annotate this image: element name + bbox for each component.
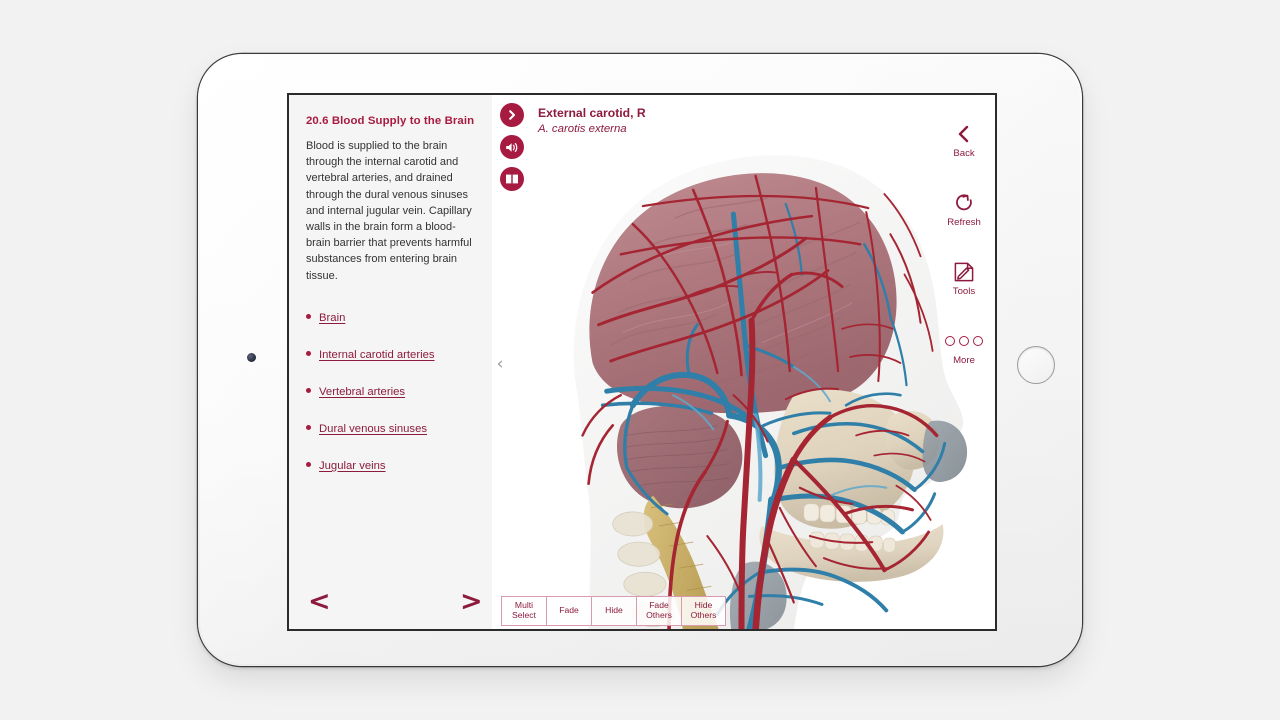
more-label: More bbox=[953, 355, 975, 366]
chevron-right-icon bbox=[506, 109, 518, 121]
list-item: Brain bbox=[306, 308, 476, 326]
ellipsis-icon bbox=[933, 328, 995, 354]
fade-button[interactable]: Fade bbox=[546, 596, 591, 626]
pencil-page-icon bbox=[933, 259, 995, 285]
list-item: Dural venous sinuses bbox=[306, 419, 476, 437]
link-vertebral-arteries[interactable]: Vertebral arteries bbox=[319, 385, 406, 398]
link-internal-carotid-arteries[interactable]: Internal carotid arteries bbox=[319, 348, 435, 361]
page-body-text: Blood is supplied to the brain through t… bbox=[306, 140, 472, 282]
hide-others-line2: Others bbox=[690, 610, 717, 620]
tablet-screen: 20.6 Blood Supply to the Brain Blood is … bbox=[287, 93, 997, 631]
expand-structure-button[interactable] bbox=[500, 103, 524, 127]
page-title: 20.6 Blood Supply to the Brain bbox=[306, 115, 475, 127]
content-panel: 20.6 Blood Supply to the Brain Blood is … bbox=[289, 95, 492, 629]
back-button[interactable]: Back bbox=[933, 121, 995, 159]
home-button[interactable] bbox=[1017, 346, 1055, 384]
next-page-button[interactable]: > bbox=[460, 586, 483, 617]
related-structures-list: Brain Internal carotid arteries Vertebra… bbox=[306, 308, 476, 474]
anatomy-viewer[interactable]: External carotid, R A. carotis externa bbox=[492, 95, 995, 629]
panel-navigation: < > bbox=[289, 571, 492, 629]
front-camera bbox=[247, 353, 256, 362]
structure-latin-name: A. carotis externa bbox=[538, 123, 627, 135]
chevron-left-icon bbox=[933, 121, 995, 147]
refresh-label: Refresh bbox=[947, 217, 981, 228]
pronounce-audio-button[interactable] bbox=[500, 135, 524, 159]
hide-others-line1: Hide bbox=[694, 600, 713, 611]
list-item: Jugular veins bbox=[306, 456, 476, 474]
link-brain[interactable]: Brain bbox=[319, 311, 346, 324]
tools-label: Tools bbox=[952, 286, 976, 297]
more-button[interactable]: More bbox=[933, 328, 995, 366]
fade-others-line1: Fade bbox=[649, 600, 669, 611]
list-item: Internal carotid arteries bbox=[306, 345, 476, 363]
multi-select-line2: Select bbox=[512, 610, 536, 620]
hide-label: Hide bbox=[605, 605, 623, 616]
fade-others-line2: Others bbox=[646, 610, 672, 620]
list-item: Vertebral arteries bbox=[306, 382, 476, 400]
content-panel-scroll[interactable]: 20.6 Blood Supply to the Brain Blood is … bbox=[289, 95, 492, 474]
definition-book-button[interactable] bbox=[500, 167, 524, 191]
book-icon bbox=[505, 173, 519, 185]
anatomy-model-image bbox=[492, 95, 995, 629]
refresh-button[interactable]: Refresh bbox=[933, 190, 995, 228]
fade-label: Fade bbox=[559, 605, 579, 616]
refresh-icon bbox=[933, 190, 995, 216]
link-jugular-veins[interactable]: Jugular veins bbox=[319, 459, 386, 472]
structure-actions bbox=[500, 103, 524, 199]
collapse-panel-handle[interactable]: ‹ bbox=[492, 347, 508, 381]
structure-header: External carotid, R A. carotis externa bbox=[538, 106, 646, 136]
multi-select-line1: Multi bbox=[514, 600, 534, 611]
tool-rail: Back Refresh bbox=[933, 95, 995, 629]
link-dural-venous-sinuses[interactable]: Dural venous sinuses bbox=[319, 422, 428, 435]
previous-page-button[interactable]: < bbox=[308, 586, 331, 617]
structure-name: External carotid, R bbox=[538, 106, 646, 120]
back-label: Back bbox=[953, 148, 975, 159]
ellipsis-dots bbox=[945, 336, 983, 346]
hide-button[interactable]: Hide bbox=[591, 596, 636, 626]
speaker-icon bbox=[505, 141, 519, 154]
tools-button[interactable]: Tools bbox=[933, 259, 995, 297]
